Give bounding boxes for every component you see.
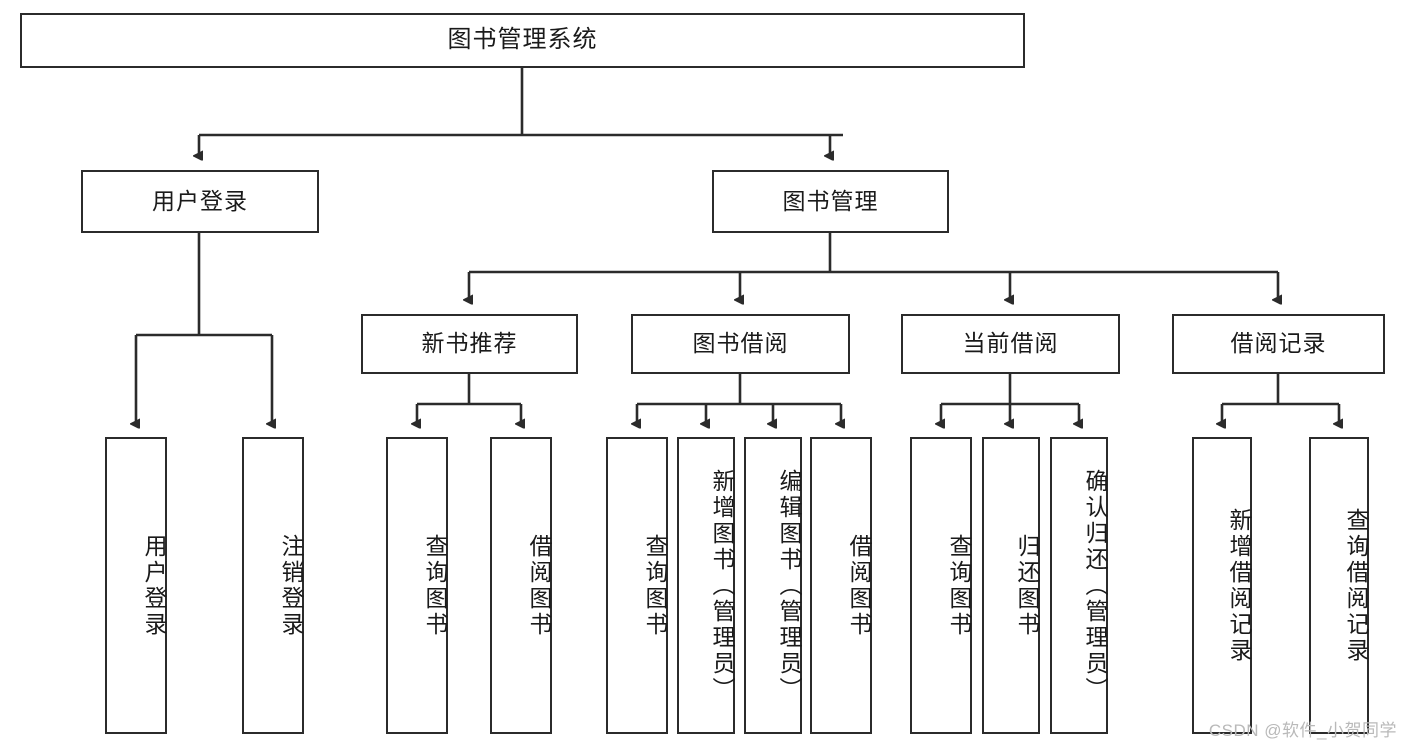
leaf-borrow-book-2[interactable]: 借阅图书	[810, 437, 872, 734]
node-label: 当前借阅	[962, 330, 1059, 357]
node-new-book-recommend[interactable]: 新书推荐	[361, 314, 578, 374]
leaf-query-book-2[interactable]: 查询图书	[606, 437, 668, 734]
node-label: 用户登录	[141, 533, 167, 638]
leaf-query-book-3[interactable]: 查询图书	[910, 437, 972, 734]
node-book-manage[interactable]: 图书管理	[712, 170, 949, 233]
node-label: 借阅图书	[526, 533, 552, 638]
node-label: 查询借阅记录	[1343, 507, 1369, 664]
leaf-query-record[interactable]: 查询借阅记录	[1309, 437, 1369, 734]
node-label: 新增图书（管理员）	[709, 468, 735, 703]
node-label: 用户登录	[152, 187, 248, 214]
leaf-confirm-return[interactable]: 确认归还（管理员）	[1050, 437, 1108, 734]
leaf-edit-book[interactable]: 编辑图书（管理员）	[744, 437, 802, 734]
node-label: 图书管理系统	[447, 26, 598, 54]
node-label: 查询图书	[422, 533, 448, 638]
node-label: 查询图书	[642, 533, 668, 638]
node-label: 注销登录	[278, 533, 304, 638]
node-label: 归还图书	[1014, 533, 1040, 638]
node-current-borrow[interactable]: 当前借阅	[901, 314, 1120, 374]
node-label: 图书借阅	[692, 330, 789, 357]
node-borrow-record[interactable]: 借阅记录	[1172, 314, 1385, 374]
node-label: 查询图书	[946, 533, 972, 638]
node-label: 图书管理	[782, 187, 879, 214]
node-label: 新书推荐	[421, 330, 518, 357]
leaf-logout-login[interactable]: 注销登录	[242, 437, 304, 734]
node-label: 借阅记录	[1230, 330, 1327, 357]
node-book-borrow[interactable]: 图书借阅	[631, 314, 850, 374]
node-label: 借阅图书	[846, 533, 872, 638]
node-root-book-management-system[interactable]: 图书管理系统	[20, 13, 1025, 68]
watermark-csdn: CSDN @软件_小贺同学	[1208, 721, 1397, 740]
leaf-add-record[interactable]: 新增借阅记录	[1192, 437, 1252, 734]
leaf-borrow-book-1[interactable]: 借阅图书	[490, 437, 552, 734]
node-label: 编辑图书（管理员）	[776, 468, 802, 703]
leaf-user-login[interactable]: 用户登录	[105, 437, 167, 734]
node-label: 新增借阅记录	[1226, 507, 1252, 664]
leaf-query-book-1[interactable]: 查询图书	[386, 437, 448, 734]
node-label: 确认归还（管理员）	[1082, 468, 1108, 703]
leaf-return-book[interactable]: 归还图书	[982, 437, 1040, 734]
leaf-add-book[interactable]: 新增图书（管理员）	[677, 437, 735, 734]
node-user-login[interactable]: 用户登录	[81, 170, 319, 233]
